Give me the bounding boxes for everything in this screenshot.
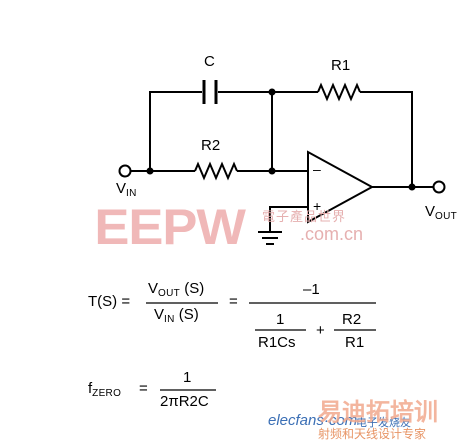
eq-vout-main: V [148,280,159,297]
label-vout: VOUT [425,203,458,222]
label-vout-main: V [425,203,436,220]
eq-equals: = [229,293,238,310]
label-c: C [204,53,215,70]
opamp-minus-sign: – [313,161,321,177]
eq-rhs-num: –1 [303,281,320,298]
eq-vin-sub: IN [164,314,175,325]
wire-noninverting-ground [269,206,308,232]
wire-cap-branch [149,91,202,171]
junction-left [146,167,154,175]
eq-fzero-lhs: fZERO [88,380,122,399]
eq-vin-main: V [154,306,165,323]
eq-frac-num: VOUT (S) [148,280,205,299]
watermark-yidi: 易迪拓培训 [318,398,438,426]
eq-fzero-equals: = [139,380,148,397]
eq-term1-den: R1Cs [258,334,296,351]
resistor-r1 [317,82,361,102]
label-vin-main: V [116,180,127,197]
wire-r1-to-output [360,91,413,187]
eq-vout-rest: (S) [180,280,205,297]
eq-frac-den: VIN (S) [154,306,199,325]
watermark-eepw-cn: 電子產品世界 [262,210,347,225]
opamp-body [307,150,375,224]
watermark-eepw-url: .com.cn [300,224,364,244]
eq-term2-den: R1 [345,334,365,351]
watermark-elecfans: elecfans·com [268,412,358,429]
label-r2: R2 [201,137,221,154]
eq-term1-num: 1 [276,311,285,328]
eq-plus: + [316,322,325,339]
input-terminal [118,164,132,178]
label-r1: R1 [331,57,351,74]
eq-vin-rest: (S) [174,306,199,323]
junction-top [268,88,276,96]
junction-inverting [268,167,276,175]
eq-fzero-sub: ZERO [92,388,122,399]
eq-fzero-main: f [88,380,93,397]
label-vin-sub: IN [126,188,137,199]
output-terminal [432,180,446,194]
opamp-plus-sign: + [313,198,322,214]
watermark-eepw: EEPW [94,199,245,255]
eq-transfer-lhs: T(S) = [88,293,131,310]
watermark-elecfans-cn: 电子发烧友 [356,416,411,429]
eq-fzero-den: 2πR2C [160,393,209,410]
resistor-r2 [194,161,238,181]
watermark-yidi-sub: 射频和天线设计专家 [318,427,427,441]
eq-term2-num: R2 [342,311,362,328]
label-vout-sub: OUT [435,211,458,222]
eq-vout-sub: OUT [158,288,181,299]
eq-fzero-num: 1 [183,369,192,386]
label-vin: VIN [116,180,137,199]
